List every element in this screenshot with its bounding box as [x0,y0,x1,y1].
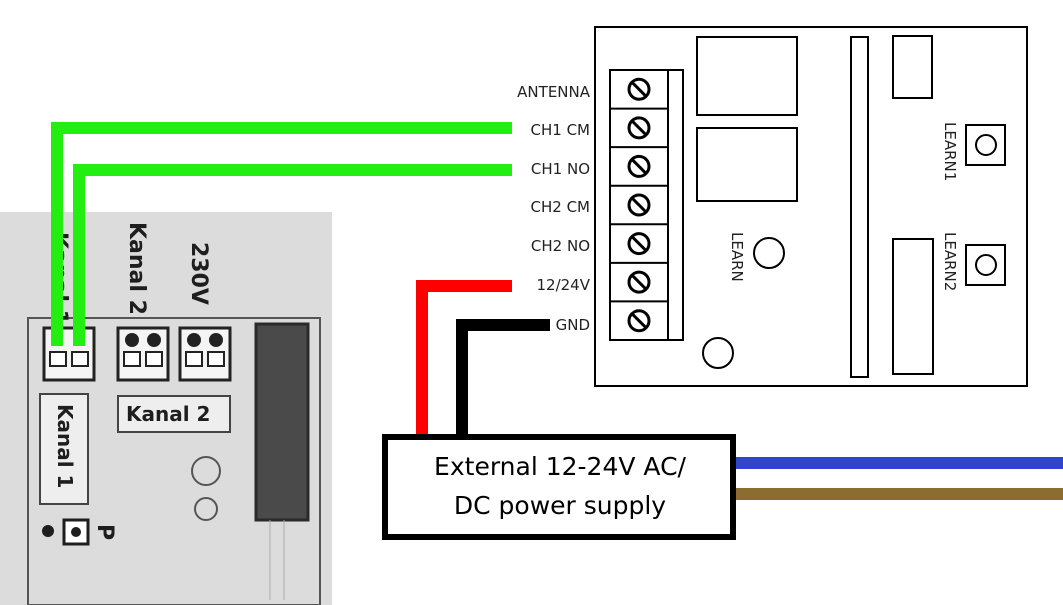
kanal1-box [39,393,89,505]
v230-top-label: 230V [186,242,211,305]
learn-button [753,237,785,269]
terminal-screw-slot [630,119,648,136]
terminal-label-12-24v: 12/24V [537,276,591,294]
dark-component [254,322,310,522]
kanal2-terminal-block [116,326,170,382]
learn1-label: LEARN1 [941,122,959,181]
controller-circle-small [194,497,218,521]
wire-12-24v [416,280,512,437]
terminal-screw-slot [630,274,648,291]
p-led [42,525,54,537]
terminal-screw-slot [630,235,648,252]
kanal2-box [117,395,231,433]
terminal-label-antenna: ANTENNA [517,83,591,101]
terminal-screw-slot [630,158,648,175]
component-top-right [892,35,933,99]
terminal-labels: ANTENNA CH1 CM CH1 NO CH2 CM CH2 NO 12/2… [517,83,591,334]
v230-terminal-block [178,326,232,382]
terminal-label-ch1-no: CH1 NO [531,160,590,178]
power-supply-line2: DC power supply [454,491,666,520]
learn2-label: LEARN2 [941,232,959,291]
wire-ch1-no [73,164,512,346]
controller-circle-large [191,456,221,486]
receiver-board: LEARN LEARN1 LEARN2 [594,26,1028,387]
power-supply-line1: External 12-24V AC/ [434,452,686,481]
power-supply: External 12-24V AC/ DC power supply [382,434,736,540]
wires [51,122,1063,500]
terminal-label-ch1-cm: CH1 CM [531,121,590,139]
kanal2-box-label: Kanal 2 [126,402,210,426]
wire-ch1-cm [51,122,512,346]
learn-label: LEARN [728,232,746,282]
terminal-screw-slot [630,312,648,329]
component-bottom-right [892,238,934,375]
terminal-label-gnd: GND [556,316,590,334]
p-label: P [92,524,117,540]
controller-board: Kanal 1 Kanal 2 230V Kanal 1 [0,212,332,605]
terminal-label-ch2-cm: CH2 CM [531,198,590,216]
terminal-screws [610,77,668,333]
controller-outline [27,317,321,605]
power-supply-box [382,434,736,540]
kanal2-top-label: Kanal 2 [124,222,149,315]
terminal-screw-slot [630,196,648,214]
kanal1-terminal-block [42,326,96,382]
kanal1-box-label: Kanal 1 [53,404,77,488]
relay-1 [696,36,798,116]
antenna-strip [850,36,869,378]
terminal-screw-slot [630,81,648,98]
wire-gnd [456,319,550,437]
receiver-circle-bottom [702,337,734,369]
relay-2 [696,127,798,202]
learn1-button [965,124,1006,166]
terminal-label-ch2-no: CH2 NO [531,237,590,255]
